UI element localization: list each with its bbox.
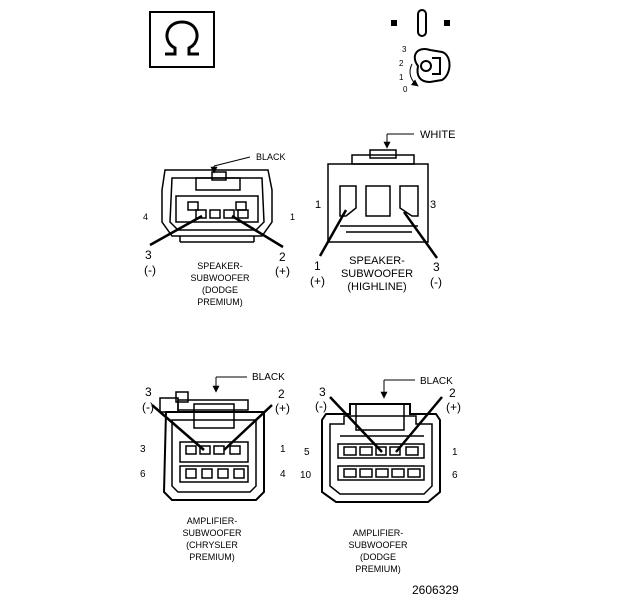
- svg-text:AMPLIFIER-: AMPLIFIER-: [353, 528, 404, 538]
- callout-pin-number-right: 2: [449, 386, 456, 400]
- svg-text:(HIGHLINE): (HIGHLINE): [347, 281, 406, 293]
- amplifier-subwoofer-chrysler-connector: BLACK 3 1 6 4 3 (-) 2 (+) AMPLIFIER- SUB…: [140, 372, 290, 562]
- callout-pin-number-left: 3: [145, 385, 152, 399]
- callout-line-pin-2: [223, 404, 273, 451]
- pin-label-top-right: 1: [452, 447, 458, 458]
- pin-label-top-right: 1: [280, 444, 286, 455]
- callout-pin-number-right: 3: [433, 260, 440, 274]
- callout-line-pin-3: [151, 404, 205, 451]
- callout-polarity-left: (-): [142, 400, 154, 414]
- ignition-key-icon: [391, 9, 451, 87]
- pin-label-top-left: 5: [304, 447, 310, 458]
- amplifier-subwoofer-dodge-connector: BLACK 5 1 10 6 3 (-) 2 (+) AMPLIFIER- SU…: [300, 376, 461, 574]
- svg-text:SUBWOOFER: SUBWOOFER: [348, 540, 408, 550]
- pin-label-bottom-left: 10: [300, 470, 312, 481]
- callout-line-pin-2: [395, 396, 443, 453]
- svg-text:SUBWOOFER: SUBWOOFER: [341, 268, 413, 280]
- key-position-2: 2: [399, 59, 404, 68]
- callout-polarity-right: (+): [275, 264, 290, 278]
- pin-label-bottom-right: 4: [280, 469, 286, 480]
- pin-label-bottom-right: 6: [452, 470, 458, 481]
- svg-text:PREMIUM): PREMIUM): [189, 552, 235, 562]
- svg-text:SUBWOOFER: SUBWOOFER: [190, 273, 250, 283]
- callout-polarity-left: (+): [310, 274, 325, 288]
- svg-text:AMPLIFIER-: AMPLIFIER-: [187, 516, 238, 526]
- connector-color-label: BLACK: [420, 376, 453, 387]
- svg-text:PREMIUM): PREMIUM): [355, 564, 401, 574]
- figure-number: 2606329: [412, 583, 459, 597]
- callout-pin-number-right: 2: [278, 387, 285, 401]
- callout-line-pin-2: [231, 214, 284, 249]
- pin-label-bottom-left: 6: [140, 469, 146, 480]
- callout-polarity-left: (-): [144, 263, 156, 277]
- callout-pin-number-left: 1: [314, 259, 321, 273]
- callout-polarity-left: (-): [315, 399, 327, 413]
- callout-line-pin-3: [329, 396, 383, 453]
- callout-pin-number-left: 3: [319, 385, 326, 399]
- callout-polarity-right: (+): [275, 401, 290, 415]
- connector-color-label: BLACK: [256, 152, 286, 162]
- svg-text:SPEAKER-: SPEAKER-: [197, 261, 243, 271]
- connector-color-label: WHITE: [420, 129, 455, 141]
- callout-line-pin-1: [318, 209, 348, 257]
- pin-label-left: 4: [143, 212, 148, 222]
- key-position-0: 0: [403, 85, 408, 94]
- callout-polarity-right: (-): [430, 275, 442, 289]
- speaker-subwoofer-highline-connector: WHITE 1 3 1 (+) 3 (-) SPEAKER- SUBWOOFER…: [310, 129, 455, 293]
- svg-text:(DODGE: (DODGE: [360, 552, 396, 562]
- callout-line-pin-3: [402, 211, 439, 259]
- pin-label-left: 1: [315, 199, 321, 211]
- svg-text:PREMIUM): PREMIUM): [197, 297, 243, 307]
- callout-pin-number-left: 3: [145, 248, 152, 262]
- connector-caption: SPEAKER- SUBWOOFER (DODGE PREMIUM): [190, 261, 250, 307]
- pin-label-right: 1: [290, 212, 295, 222]
- speaker-subwoofer-dodge-connector: BLACK 4 1 3 (-) 2 (+) SPEAKER- SUBWOOFER…: [143, 152, 295, 307]
- connector-caption: AMPLIFIER- SUBWOOFER (DODGE PREMIUM): [348, 528, 408, 574]
- key-position-3: 3: [402, 45, 407, 54]
- pin-label-right: 3: [430, 199, 436, 211]
- connector-caption: SPEAKER- SUBWOOFER (HIGHLINE): [341, 255, 413, 293]
- svg-text:SUBWOOFER: SUBWOOFER: [182, 528, 242, 538]
- svg-text:SPEAKER-: SPEAKER-: [349, 255, 405, 267]
- connector-caption: AMPLIFIER- SUBWOOFER (CHRYSLER PREMIUM): [182, 516, 242, 562]
- svg-text:(CHRYSLER: (CHRYSLER: [186, 540, 238, 550]
- key-position-1: 1: [399, 73, 404, 82]
- omega-connector-symbol: [149, 11, 215, 68]
- svg-text:(DODGE: (DODGE: [202, 285, 238, 295]
- callout-polarity-right: (+): [446, 400, 461, 414]
- callout-pin-number-right: 2: [279, 250, 286, 264]
- connector-color-label: BLACK: [252, 372, 285, 383]
- key-position-labels: 3 2 1 0: [399, 45, 408, 94]
- callout-line-pin-3: [149, 214, 203, 247]
- pin-label-top-left: 3: [140, 444, 146, 455]
